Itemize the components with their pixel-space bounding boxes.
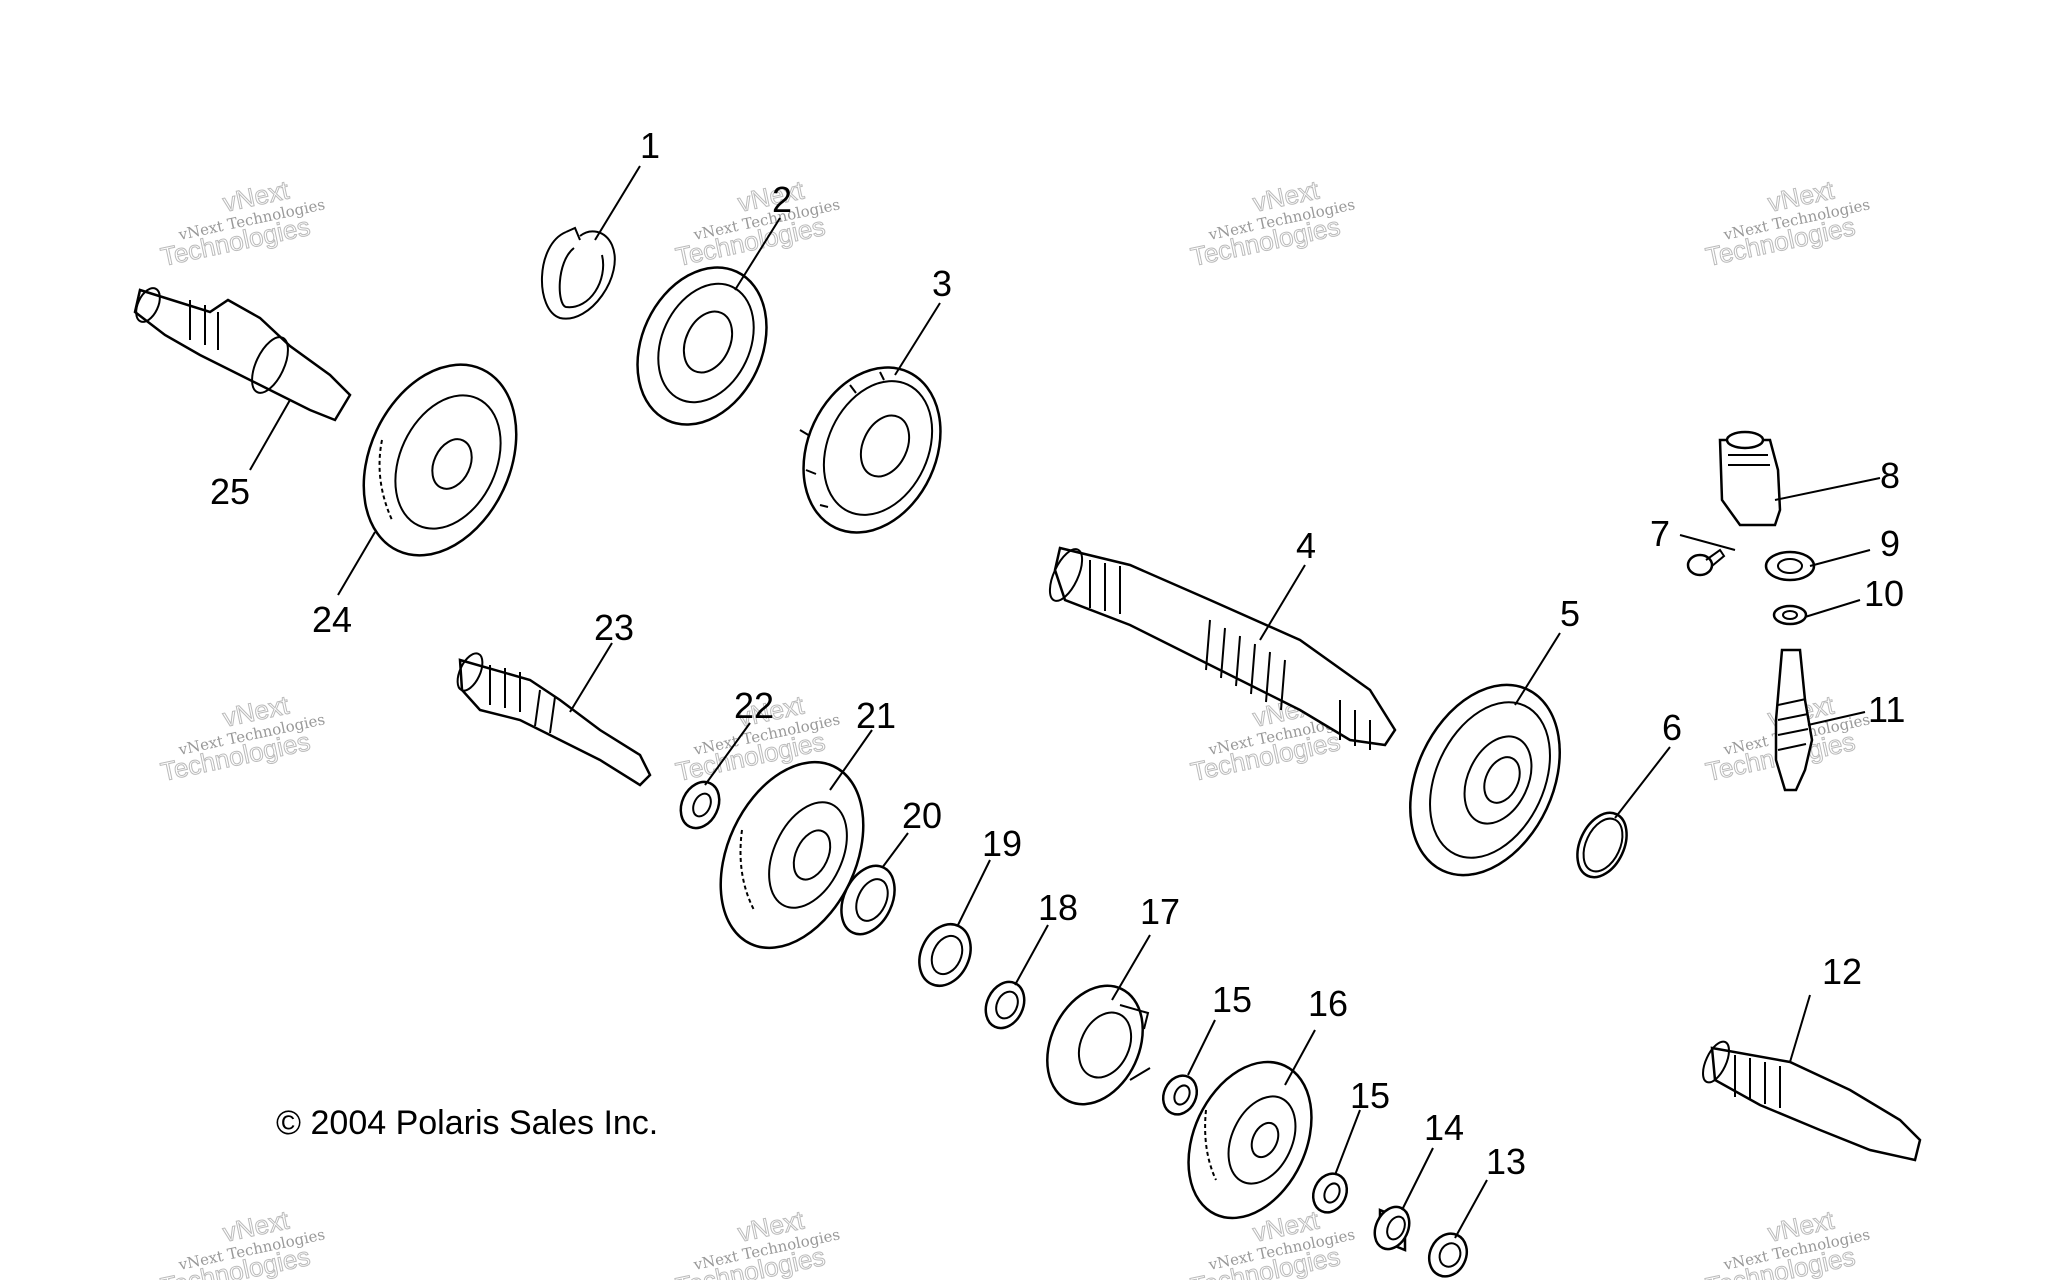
callout-2: 2 bbox=[772, 179, 792, 220]
part-23-shaft bbox=[456, 652, 652, 787]
part-5-gear bbox=[1409, 683, 1561, 877]
callout-1: 1 bbox=[640, 125, 660, 166]
part-7-screw bbox=[1686, 548, 1726, 577]
callout-6: 6 bbox=[1662, 707, 1682, 748]
callout-3: 3 bbox=[932, 263, 952, 304]
callout-labels: 1 2 3 4 5 6 7 8 9 10 11 12 13 14 15 15 1… bbox=[210, 125, 1905, 1182]
part-15-washer-b bbox=[1311, 1172, 1349, 1214]
part-22-washer bbox=[679, 780, 721, 830]
copyright-notice: © 2004 Polaris Sales Inc. bbox=[276, 1104, 659, 1142]
part-16-gear bbox=[1187, 1060, 1313, 1220]
callout-9: 9 bbox=[1880, 523, 1900, 564]
part-24-gear bbox=[362, 363, 518, 557]
callout-12: 12 bbox=[1822, 951, 1862, 992]
part-8-housing bbox=[1718, 430, 1782, 527]
part-3-gear bbox=[799, 366, 942, 534]
callout-11: 11 bbox=[1868, 689, 1905, 730]
part-12-shaft bbox=[1702, 1040, 1922, 1162]
callout-15a: 15 bbox=[1212, 979, 1252, 1020]
part-17-dog-clutch bbox=[1046, 984, 1151, 1106]
part-14-bushing bbox=[1373, 1205, 1411, 1252]
callout-8: 8 bbox=[1880, 455, 1900, 496]
part-9-seal bbox=[1764, 550, 1816, 582]
callout-21: 21 bbox=[856, 695, 896, 736]
part-13-bushing bbox=[1427, 1232, 1469, 1278]
part-19-washer bbox=[918, 923, 972, 987]
part-6-ring bbox=[1576, 811, 1628, 879]
part-1-snap-ring bbox=[541, 226, 616, 320]
part-4-main-shaft bbox=[1048, 546, 1397, 750]
part-18-washer bbox=[984, 980, 1026, 1030]
callout-20: 20 bbox=[902, 795, 942, 836]
part-25-shaft bbox=[133, 287, 352, 422]
part-11-drive-gear bbox=[1774, 648, 1814, 792]
callout-13: 13 bbox=[1486, 1141, 1526, 1182]
part-2-bearing bbox=[636, 266, 768, 426]
part-10-washer bbox=[1772, 604, 1808, 626]
callout-17: 17 bbox=[1140, 891, 1180, 932]
callout-15b: 15 bbox=[1350, 1075, 1390, 1116]
callout-4: 4 bbox=[1296, 525, 1316, 566]
callout-18: 18 bbox=[1038, 887, 1078, 928]
callout-5: 5 bbox=[1560, 593, 1580, 634]
callout-23: 23 bbox=[594, 607, 634, 648]
part-15-washer-a bbox=[1161, 1074, 1199, 1116]
leader-lines bbox=[249, 165, 1881, 1239]
callout-14: 14 bbox=[1424, 1107, 1464, 1148]
callout-10: 10 bbox=[1864, 573, 1904, 614]
callout-22: 22 bbox=[734, 685, 774, 726]
callout-16: 16 bbox=[1308, 983, 1348, 1024]
callout-7: 7 bbox=[1650, 513, 1670, 554]
callout-25: 25 bbox=[210, 471, 250, 512]
callout-24: 24 bbox=[312, 599, 352, 640]
callout-19: 19 bbox=[982, 823, 1022, 864]
